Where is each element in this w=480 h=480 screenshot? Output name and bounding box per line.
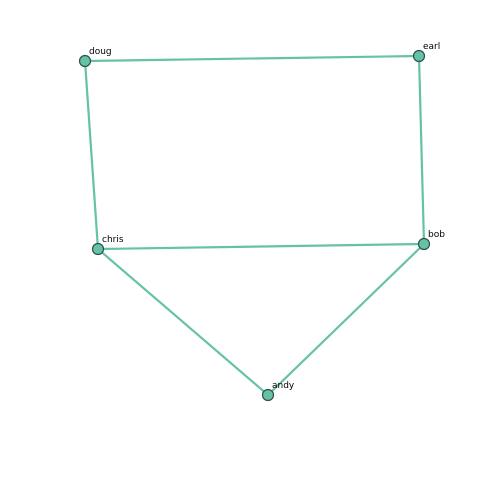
labels-layer: doug earl chris bob andy bbox=[89, 42, 445, 391]
node-label-andy: andy bbox=[272, 381, 295, 391]
edge-chris-andy bbox=[97, 248, 269, 396]
edge-doug-earl bbox=[84, 54, 420, 63]
node-doug bbox=[78, 54, 92, 68]
edges-layer bbox=[83, 54, 426, 396]
node-earl bbox=[412, 49, 426, 63]
node-chris bbox=[91, 242, 105, 256]
edge-doug-chris bbox=[83, 60, 100, 250]
nodes-layer bbox=[78, 49, 431, 402]
node-andy bbox=[261, 388, 275, 402]
node-label-earl: earl bbox=[423, 42, 440, 52]
node-label-chris: chris bbox=[102, 235, 124, 245]
node-label-doug: doug bbox=[89, 47, 112, 57]
node-label-bob: bob bbox=[428, 230, 445, 240]
node-bob bbox=[417, 237, 431, 251]
edge-bob-andy bbox=[267, 243, 425, 396]
edge-chris-bob bbox=[97, 242, 425, 251]
edge-earl-bob bbox=[417, 55, 426, 245]
